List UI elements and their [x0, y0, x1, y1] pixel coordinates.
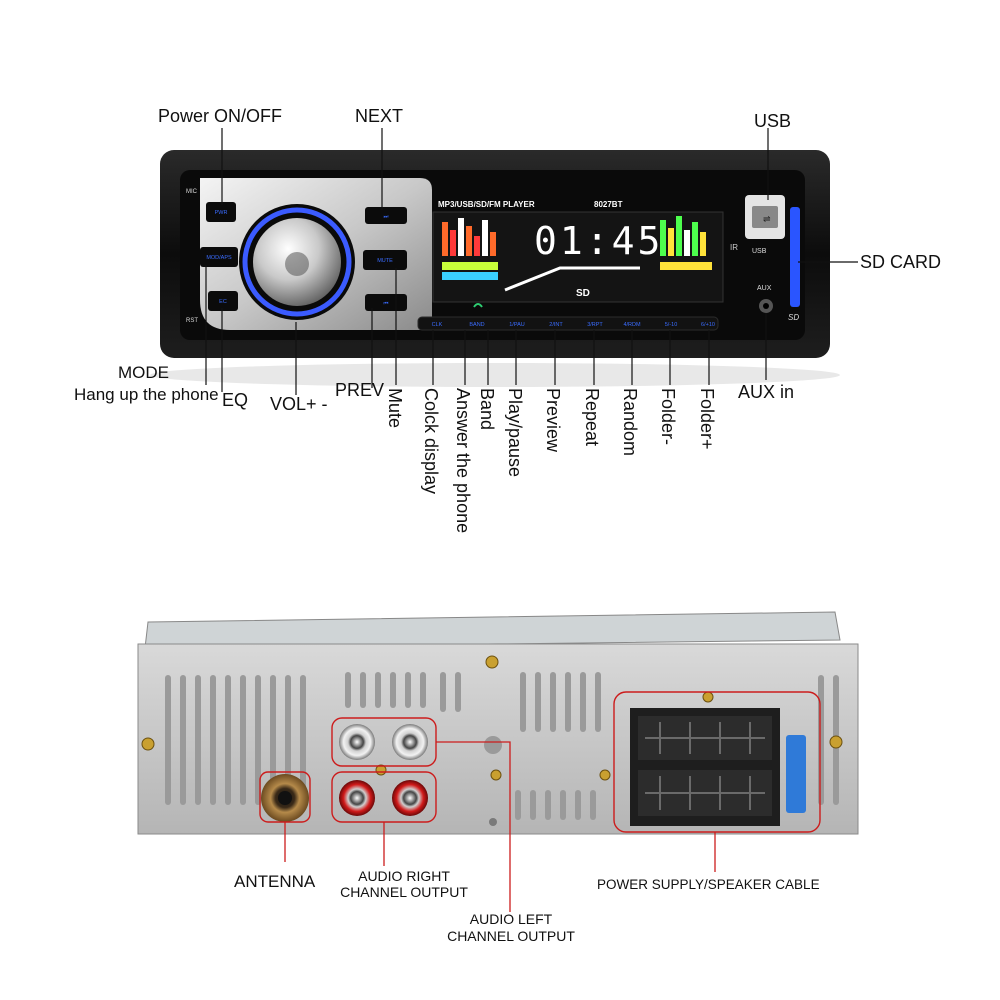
next-button[interactable]: ⏭: [365, 207, 407, 224]
band-label: Band: [477, 388, 497, 430]
svg-text:1/PAU: 1/PAU: [509, 322, 525, 328]
button-3[interactable]: 3/RPT: [587, 322, 603, 328]
prev-icon: ⏮: [384, 301, 389, 307]
lcd-display: MP3/USB/SD/FM PLAYER 8027BT 01:45: [432, 200, 738, 303]
mode-button[interactable]: MOD/APS: [200, 247, 238, 267]
svg-text:2/INT: 2/INT: [549, 322, 563, 328]
usb-label: USB: [754, 111, 791, 131]
usb-port[interactable]: ⇌: [745, 195, 785, 239]
sd-logo: SD: [788, 313, 799, 322]
vol-label: VOL+ -: [270, 394, 328, 414]
button-5[interactable]: 5/-10: [665, 322, 678, 328]
eq-button-label: EC: [219, 299, 227, 305]
number-button-row: CLK BAND 1/PAU 2/INT 3/RPT 4/RDM 5/-10 6…: [417, 316, 719, 331]
answer-phone-label: Answer the phone: [453, 388, 473, 533]
svg-text:4/RDM: 4/RDM: [623, 322, 641, 328]
repeat-label: Repeat: [582, 388, 602, 446]
aux-in-label: AUX in: [738, 382, 794, 402]
random-label: Random: [620, 388, 640, 456]
power-cable-label: POWER SUPPLY/SPEAKER CABLE: [597, 877, 820, 892]
button-4[interactable]: 4/RDM: [623, 322, 641, 328]
button-6[interactable]: 6/+10: [701, 322, 715, 328]
mount-hole-small: [489, 818, 497, 826]
prev-button[interactable]: ⏮: [365, 294, 407, 311]
answer-phone-icon: [473, 303, 483, 308]
audio-left-label-line1: AUDIO LEFT: [470, 911, 553, 927]
sd-card-label: SD CARD: [860, 252, 941, 272]
mode-button-label: MOD/APS: [206, 255, 232, 261]
band-button[interactable]: BAND: [469, 322, 484, 328]
preview-label: Preview: [543, 388, 563, 453]
rca-outputs: [331, 717, 437, 823]
volume-knob[interactable]: [239, 204, 355, 320]
mute-button-label: MUTE: [377, 258, 393, 264]
antenna-port[interactable]: [261, 774, 309, 822]
play-pause-label: Play/pause: [505, 388, 525, 477]
power-button-label: PWR: [215, 210, 228, 216]
usb-logo: USB: [752, 248, 767, 255]
aux-label: AUX: [757, 285, 772, 292]
antenna-label: ANTENNA: [234, 872, 316, 891]
rca-white-right[interactable]: [392, 724, 428, 760]
eq-label: EQ: [222, 390, 248, 410]
power-button[interactable]: PWR: [206, 202, 236, 222]
prev-label: PREV: [335, 380, 384, 400]
aux-port[interactable]: [759, 299, 773, 313]
svg-text:BAND: BAND: [469, 322, 484, 328]
button-2[interactable]: 2/INT: [549, 322, 563, 328]
mount-hole: [484, 736, 502, 754]
folder-plus-label: Folder+: [697, 388, 717, 450]
front-labels: Power ON/OFF NEXT USB SD CARD MODE Hang …: [74, 106, 941, 533]
rca-red-right[interactable]: [392, 780, 428, 816]
eq-button[interactable]: EC: [208, 291, 238, 311]
svg-text:3/RPT: 3/RPT: [587, 322, 603, 328]
front-panel: PWR MOD/APS EC MIC RST ⏭ MUTE: [150, 150, 840, 387]
model-number: 8027BT: [594, 200, 623, 209]
sd-card-slot[interactable]: [790, 207, 800, 307]
back-labels: ANTENNA AUDIO RIGHT CHANNEL OUTPUT AUDIO…: [234, 868, 820, 944]
back-top-edge: [144, 611, 841, 649]
connector-highlight: [613, 691, 821, 833]
svg-text:6/+10: 6/+10: [701, 322, 715, 328]
power-label: Power ON/OFF: [158, 106, 282, 126]
rca-red-left[interactable]: [339, 780, 375, 816]
clock-button[interactable]: CLK: [432, 322, 443, 328]
back-leader-lines: [284, 741, 716, 912]
next-label: NEXT: [355, 106, 403, 126]
screws: [141, 655, 843, 781]
rca-white-left[interactable]: [339, 724, 375, 760]
svg-text:5/-10: 5/-10: [665, 322, 678, 328]
folder-minus-label: Folder-: [658, 388, 678, 445]
fuse: [786, 735, 806, 813]
next-icon: ⏭: [384, 214, 389, 220]
svg-text:CLK: CLK: [432, 322, 443, 328]
hang-up-label: Hang up the phone: [74, 385, 219, 404]
clock-display-label: Colck display: [421, 388, 441, 494]
audio-right-label-line2: CHANNEL OUTPUT: [340, 884, 468, 900]
power-speaker-connector[interactable]: [630, 708, 780, 826]
audio-left-label-line2: CHANNEL OUTPUT: [447, 928, 575, 944]
mode-label: MODE: [118, 363, 169, 382]
ir-label: IR: [730, 243, 738, 252]
equalizer-right-icon: [660, 216, 712, 270]
button-1[interactable]: 1/PAU: [509, 322, 525, 328]
audio-right-label-line1: AUDIO RIGHT: [358, 868, 450, 884]
back-panel: [137, 611, 859, 835]
panel-shadow: [150, 363, 840, 387]
clock-display: 01:45: [534, 219, 663, 263]
usb-icon: ⇌: [763, 214, 771, 224]
model-line: MP3/USB/SD/FM PLAYER: [438, 200, 535, 209]
lcd-swoosh: [504, 266, 640, 292]
rst-label: RST: [186, 318, 198, 324]
front-leader-lines: [205, 128, 858, 395]
sd-lcd-icon: SD: [576, 288, 590, 299]
mute-button[interactable]: MUTE: [363, 250, 407, 270]
mute-label: Mute: [385, 388, 405, 428]
equalizer-left-icon: [442, 218, 498, 280]
mic-label: MIC: [186, 189, 198, 195]
